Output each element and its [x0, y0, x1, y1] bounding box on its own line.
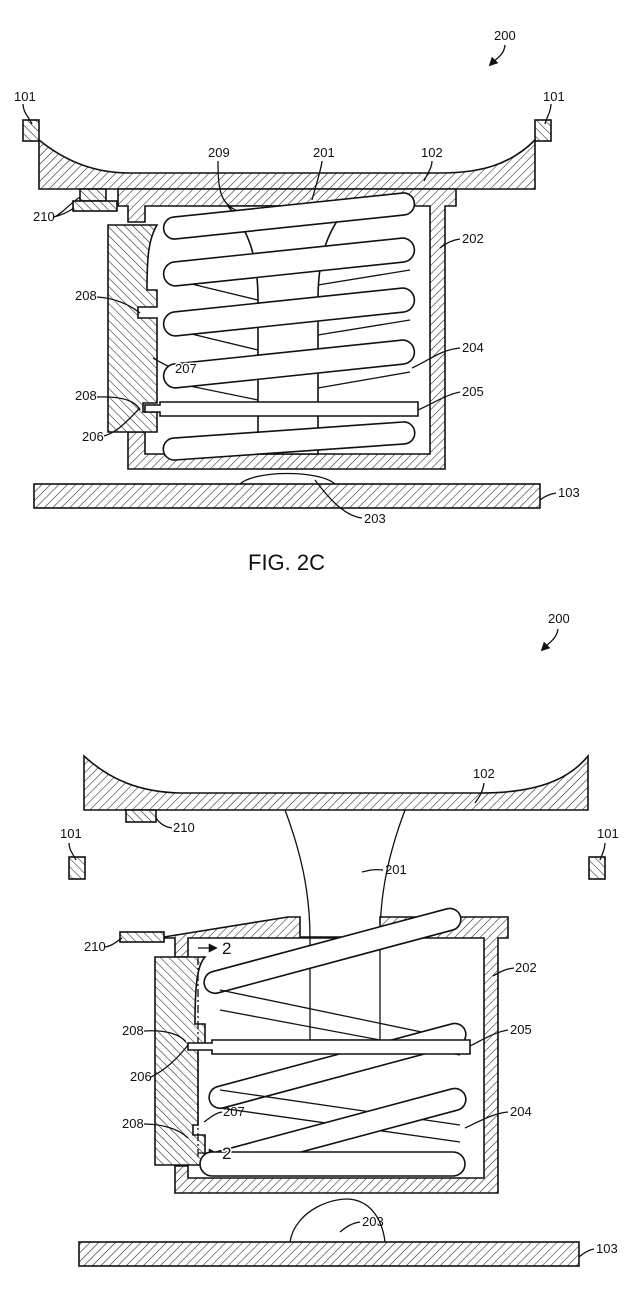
dome: [239, 472, 336, 485]
label-plate: 205: [462, 384, 484, 399]
tab-upper: [79, 188, 107, 202]
label-latch: 207: [175, 361, 197, 376]
label-section-top: 2: [222, 939, 231, 958]
coil-2: [162, 237, 416, 287]
leader-sensor-left-2: [68, 842, 77, 861]
leader-notch-lower: [96, 396, 141, 411]
leader-sensor-right-2: [599, 842, 606, 861]
latch-2: [154, 956, 207, 1166]
housing: [117, 188, 457, 470]
label-dome-2: 203: [362, 1214, 384, 1229]
leader-shaft-2: [361, 868, 384, 873]
leader-spring: [411, 347, 461, 369]
figure-2d: 200 102 210 101 101 201 202 210 2 207 20…: [60, 611, 619, 1267]
dome-2: [289, 1198, 386, 1243]
tab-side-2: [119, 931, 165, 943]
leader-dome: [314, 479, 363, 519]
coil-3: [162, 287, 416, 337]
leader-assembly-2: [540, 628, 559, 652]
label-sensor-left-2: 101: [60, 826, 82, 841]
leader-contact-2: [150, 1044, 189, 1078]
label-dome: 203: [364, 511, 386, 526]
label-cover-2: 102: [473, 766, 495, 781]
leader-tab-b: [53, 207, 75, 218]
label-tab-top-2: 210: [173, 820, 195, 835]
label-sensor-right-2: 101: [597, 826, 619, 841]
leader-assembly: [488, 44, 506, 67]
base: [33, 483, 541, 509]
leader-cover: [423, 160, 433, 182]
label-contact: 206: [82, 429, 104, 444]
leader-plate: [417, 391, 461, 411]
label-spring-2: 204: [510, 1104, 532, 1119]
label-contact-2: 206: [130, 1069, 152, 1084]
cover: [38, 138, 536, 190]
leader-spring-2: [464, 1111, 509, 1129]
label-sensor-right: 101: [543, 89, 565, 104]
label-tab-side-2: 210: [84, 939, 106, 954]
leader-plate-2: [469, 1029, 509, 1047]
tab-lower: [72, 200, 118, 212]
label-cover: 102: [421, 145, 443, 160]
coil-2-4: [199, 1151, 466, 1177]
label-assembly-2: 200: [548, 611, 570, 626]
coil-5: [162, 421, 416, 461]
plate-2: [187, 1039, 471, 1055]
figure-caption: FIG. 2C: [248, 550, 325, 575]
label-assembly: 200: [494, 28, 516, 43]
label-base-2: 103: [596, 1241, 618, 1256]
sensor-left-2: [68, 856, 86, 880]
leader-housing-2: [492, 967, 515, 977]
leader-sensor-right: [544, 103, 552, 125]
leader-tab-top-2: [155, 817, 173, 829]
label-base: 103: [558, 485, 580, 500]
leader-contact: [103, 407, 141, 437]
leader-cover-2: [474, 782, 485, 804]
leader-notch-upper: [96, 296, 141, 314]
label-shaft-2: 201: [385, 862, 407, 877]
sensor-right-2: [588, 856, 606, 880]
leader-tab-side-2: [104, 937, 123, 948]
label-notch-upper-2: 208: [122, 1023, 144, 1038]
sensor-left: [22, 119, 40, 142]
leader-latch-2: [203, 1111, 223, 1123]
leader-fillet: [217, 160, 241, 213]
label-latch-2: 207: [223, 1104, 245, 1119]
label-notch-upper: 208: [75, 288, 97, 303]
label-shaft: 201: [313, 145, 335, 160]
tab-top-2: [125, 809, 157, 823]
spring: [162, 192, 416, 461]
cover-2: [83, 753, 589, 811]
sensor-right: [534, 119, 552, 142]
coil-4: [162, 339, 416, 389]
coil-2-1: [203, 907, 462, 995]
label-fillet: 209: [208, 145, 230, 160]
leader-shaft: [311, 160, 323, 201]
leader-sensor-left: [22, 103, 33, 125]
plate: [144, 401, 419, 417]
label-housing: 202: [462, 231, 484, 246]
figure-2c: 200 101 101 102 210 202 201 209 208 208 …: [14, 28, 580, 575]
label-section-bottom: 2: [222, 1144, 231, 1163]
label-plate-2: 205: [510, 1022, 532, 1037]
leader-dome-2: [339, 1221, 361, 1233]
label-tab: 210: [33, 209, 55, 224]
label-spring: 204: [462, 340, 484, 355]
coil-1: [162, 192, 416, 240]
leader-housing: [439, 238, 461, 249]
label-notch-lower: 208: [75, 388, 97, 403]
latch: [107, 224, 159, 433]
label-housing-2: 202: [515, 960, 537, 975]
leader-notch-upper-2: [143, 1030, 187, 1043]
label-notch-lower-2: 208: [122, 1116, 144, 1131]
leader-base-2: [578, 1248, 595, 1258]
leader-base: [539, 492, 557, 501]
leader-notch-lower-2: [143, 1123, 189, 1139]
label-sensor-left: 101: [14, 89, 36, 104]
base-2: [78, 1241, 580, 1267]
